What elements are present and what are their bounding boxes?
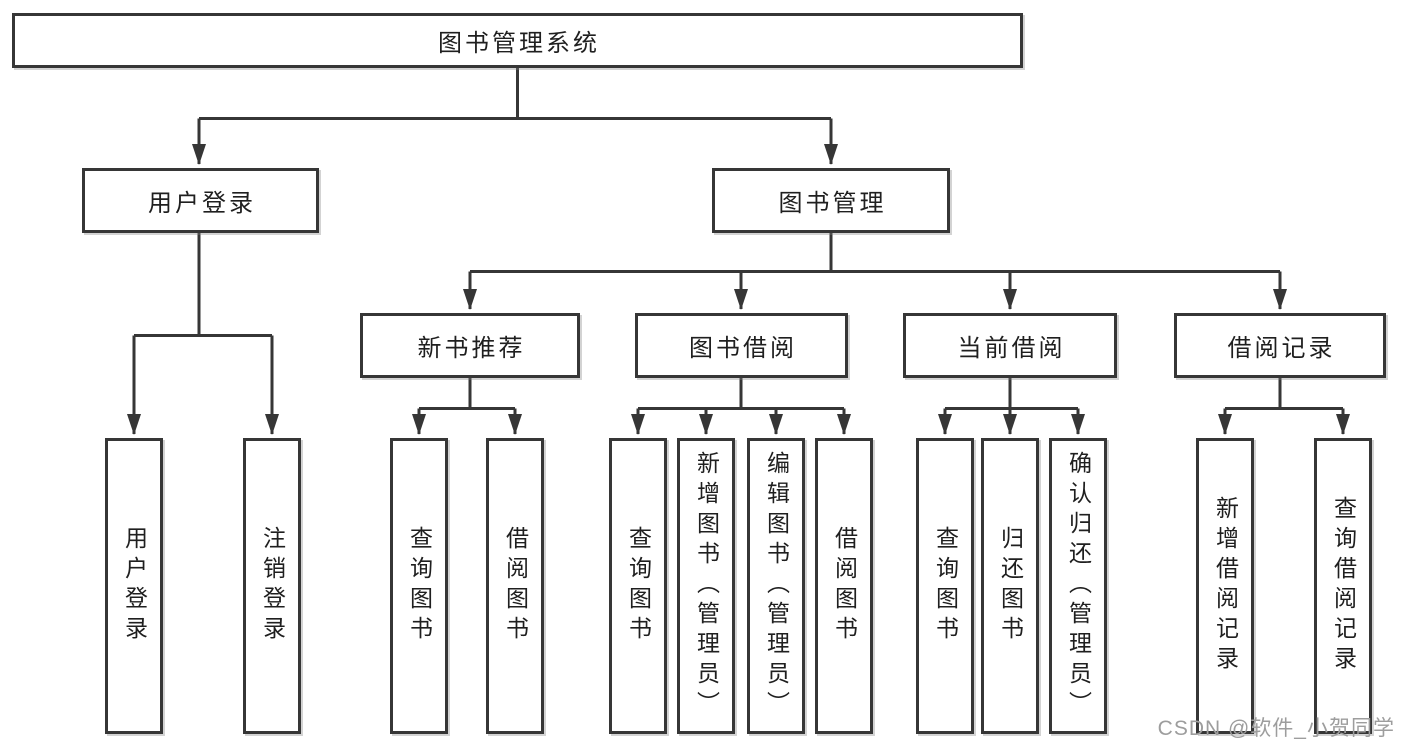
leaf-query-borrow-record: 查询借阅记录 <box>1314 438 1372 734</box>
node-borrow-records: 借阅记录 <box>1174 313 1386 378</box>
leaf-query-books-borrow-label: 查询图书 <box>625 526 652 646</box>
leaf-return-books: 归还图书 <box>981 438 1039 734</box>
leaf-add-borrow-record-label: 新增借阅记录 <box>1212 496 1239 676</box>
leaf-query-books-borrow: 查询图书 <box>609 438 667 734</box>
node-current-borrow-label: 当前借阅 <box>957 335 1066 362</box>
leaf-query-books-current: 查询图书 <box>916 438 974 734</box>
leaf-borrow-books-2-label: 借阅图书 <box>831 526 858 646</box>
leaf-edit-book-admin: 编辑图书（管理员） <box>747 438 805 734</box>
leaf-query-books-current-label: 查询图书 <box>932 526 959 646</box>
leaf-logout: 注销登录 <box>243 438 301 734</box>
node-user-login: 用户登录 <box>82 168 319 233</box>
leaf-query-books-recommend: 查询图书 <box>390 438 448 734</box>
node-book-borrow: 图书借阅 <box>635 313 848 378</box>
leaf-add-book-admin-label: 新增图书（管理员） <box>693 451 720 721</box>
leaf-query-books-recommend-label: 查询图书 <box>406 526 433 646</box>
node-user-login-label: 用户登录 <box>148 190 256 217</box>
leaf-confirm-return-admin: 确认归还（管理员） <box>1049 438 1107 734</box>
node-root-label: 图书管理系统 <box>438 30 600 57</box>
node-current-borrow: 当前借阅 <box>903 313 1117 378</box>
leaf-borrow-books-recommend-label: 借阅图书 <box>502 526 529 646</box>
leaf-borrow-books-2: 借阅图书 <box>815 438 873 734</box>
leaf-query-borrow-record-label: 查询借阅记录 <box>1330 496 1357 676</box>
leaf-return-books-label: 归还图书 <box>997 526 1024 646</box>
leaf-borrow-books-recommend: 借阅图书 <box>486 438 544 734</box>
leaf-logout-label: 注销登录 <box>259 526 286 646</box>
leaf-add-book-admin: 新增图书（管理员） <box>677 438 735 734</box>
node-book-borrow-label: 图书借阅 <box>689 335 797 362</box>
leaf-edit-book-admin-label: 编辑图书（管理员） <box>763 451 790 721</box>
node-book-management: 图书管理 <box>712 168 950 233</box>
node-book-management-label: 图书管理 <box>778 190 887 217</box>
node-borrow-records-label: 借阅记录 <box>1227 335 1336 362</box>
node-new-book-recommend-label: 新书推荐 <box>417 335 526 362</box>
node-new-book-recommend: 新书推荐 <box>360 313 580 378</box>
leaf-user-login-label: 用户登录 <box>121 526 148 646</box>
leaf-user-login: 用户登录 <box>105 438 163 734</box>
leaf-confirm-return-admin-label: 确认归还（管理员） <box>1065 451 1092 721</box>
node-root: 图书管理系统 <box>12 13 1023 68</box>
csdn-watermark: CSDN @软件_小贺同学 <box>1157 717 1395 740</box>
leaf-add-borrow-record: 新增借阅记录 <box>1196 438 1254 734</box>
